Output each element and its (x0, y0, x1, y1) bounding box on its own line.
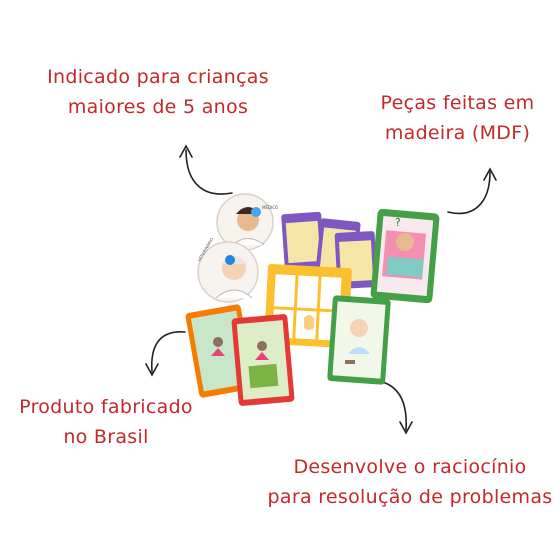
callout-origin-line1: Produto fabricado (19, 396, 193, 418)
arrow-material-icon (447, 171, 491, 215)
hospital-card: ? (370, 208, 440, 304)
vet-token: VETERINÁRIO (197, 237, 259, 303)
callout-material: Peças feitas em madeira (MDF) (360, 88, 555, 148)
callout-age-line1: Indicado para crianças (47, 66, 269, 88)
doctor-token: MÉDICO (216, 193, 278, 251)
callout-material-line1: Peças feitas em (380, 92, 535, 114)
baby-card (327, 295, 391, 385)
arrow-age-head-icon (179, 144, 193, 158)
callout-origin: Produto fabricado no Brasil (6, 392, 206, 452)
nature-cards (185, 304, 295, 406)
arrow-skill-head-icon (399, 421, 413, 435)
callout-skill-line1: Desenvolve o raciocínio (293, 456, 527, 478)
svg-text:?: ? (395, 216, 401, 229)
doctor-token-label: MÉDICO (262, 205, 278, 210)
callout-age: Indicado para crianças maiores de 5 anos (28, 62, 288, 122)
callout-skill: Desenvolve o raciocínio para resolução d… (265, 452, 555, 512)
callout-origin-line2: no Brasil (63, 426, 149, 448)
question-cards (281, 211, 378, 289)
arrow-material-head-icon (483, 167, 497, 181)
callout-age-line2: maiores de 5 anos (67, 96, 249, 118)
arrow-age-icon (185, 149, 233, 195)
arrow-origin-head-icon (145, 363, 159, 377)
callout-material-line2: madeira (MDF) (384, 122, 531, 144)
arrow-origin-icon (150, 331, 186, 373)
callout-skill-line2: para resolução de problemas (267, 486, 553, 508)
